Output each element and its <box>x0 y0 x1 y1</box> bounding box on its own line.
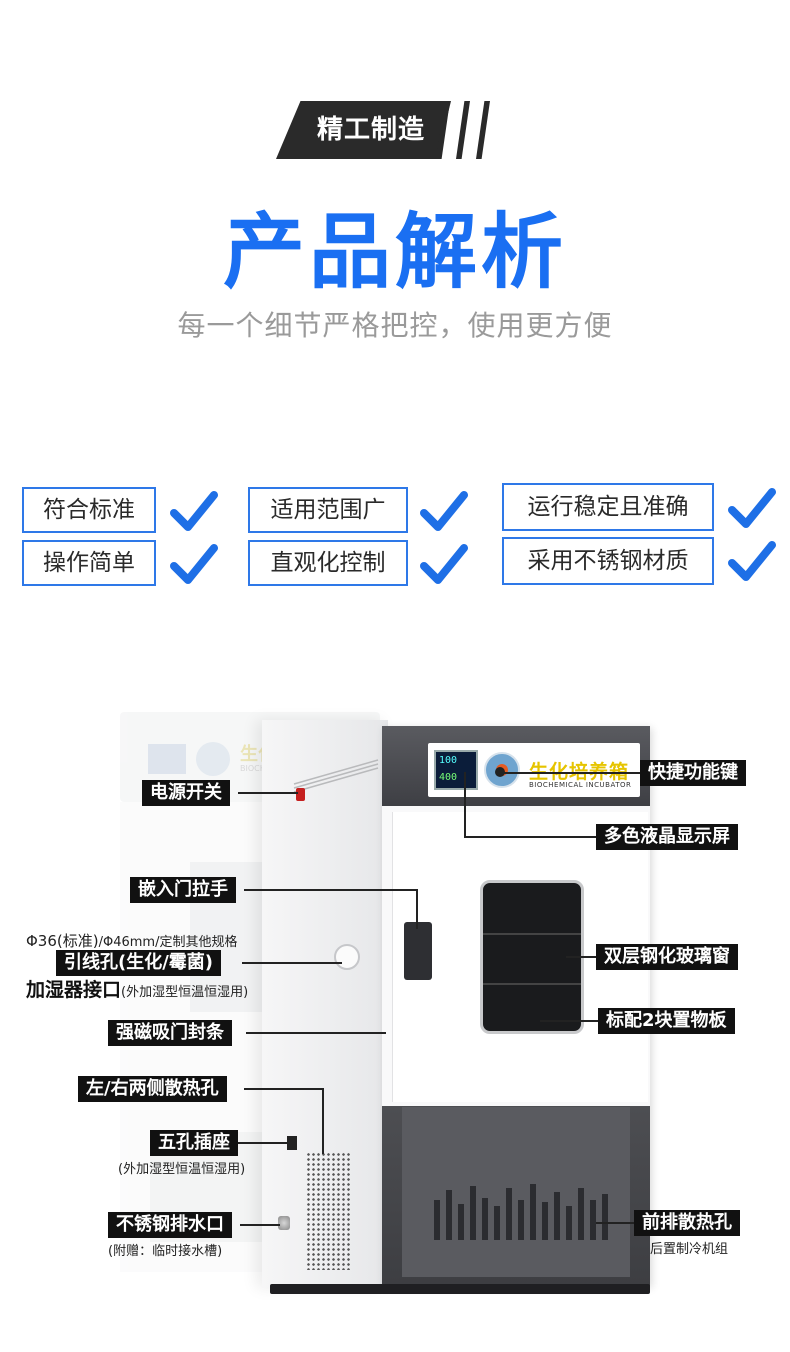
check-icon <box>170 491 218 531</box>
tag-background <box>276 101 451 159</box>
page-title: 产品解析 <box>222 205 567 300</box>
callout-quick-keys: 快捷功能键 <box>640 760 746 786</box>
front-vent-icon <box>434 1184 608 1240</box>
check-icon <box>728 488 776 528</box>
incubator-base <box>270 1284 650 1294</box>
lcd-value: 100 <box>439 755 458 766</box>
tag-label: 精工制造 <box>316 115 425 145</box>
front-vents-note: 后置制冷机组 <box>650 1242 729 1257</box>
callout-cable-hole: 引线孔(生化/霉菌) <box>56 950 222 976</box>
callout-socket: 五孔插座 <box>150 1130 238 1156</box>
callout-drain: 不锈钢排水口 <box>108 1212 232 1238</box>
lcd-display: 100 400 <box>434 750 478 790</box>
drain-outlet <box>278 1216 290 1230</box>
feature-badge: 操作简单 <box>22 540 156 586</box>
callout-lcd: 多色液晶显示屏 <box>596 824 738 850</box>
hole-spec-note: Φ36(标准)/Φ46mm/定制其他规格 <box>26 932 238 950</box>
cable-hole <box>334 944 360 970</box>
check-icon <box>420 491 468 531</box>
check-icon <box>170 544 218 584</box>
socket-outlet <box>287 1136 297 1150</box>
feature-badge: 符合标准 <box>22 487 156 533</box>
top-vent-icon <box>293 759 379 793</box>
tag-stripe <box>476 101 490 159</box>
feature-badge: 直观化控制 <box>248 540 408 586</box>
drain-note: (附赠：临时接水槽) <box>108 1244 223 1259</box>
humidifier-port-label: 加湿器接口(外加湿型恒温恒湿用) <box>26 979 249 1001</box>
check-icon <box>420 544 468 584</box>
tag-stripe <box>456 101 470 159</box>
callout-power-switch: 电源开关 <box>142 780 230 806</box>
feature-badge: 适用范围广 <box>248 487 408 533</box>
callout-shelves: 标配2块置物板 <box>598 1008 735 1034</box>
callout-handle: 嵌入门拉手 <box>130 877 236 903</box>
callout-front-vents: 前排散热孔 <box>634 1210 740 1236</box>
side-vent-grid <box>306 1152 352 1270</box>
callout-magnetic-seal: 强磁吸门封条 <box>108 1020 232 1046</box>
door-handle[interactable] <box>404 922 432 980</box>
power-switch[interactable] <box>296 788 305 801</box>
brand-label-en: BIOCHEMICAL INCUBATOR <box>529 781 632 789</box>
socket-note: (外加湿型恒温恒湿用) <box>118 1162 246 1177</box>
brand-label: 生化培养箱 <box>529 761 630 783</box>
feature-badge: 运行稳定且准确 <box>502 483 714 531</box>
callout-side-vents: 左/右两侧散热孔 <box>78 1076 227 1102</box>
section-tag: 精工制造 <box>276 101 506 159</box>
lcd-value: 400 <box>439 772 458 783</box>
page-subtitle: 每一个细节严格把控，使用更方便 <box>177 309 613 342</box>
callout-double-glass: 双层钢化玻璃窗 <box>596 944 738 970</box>
feature-badge: 采用不锈钢材质 <box>502 537 714 585</box>
check-icon <box>728 541 776 581</box>
callout-dot <box>495 767 505 777</box>
